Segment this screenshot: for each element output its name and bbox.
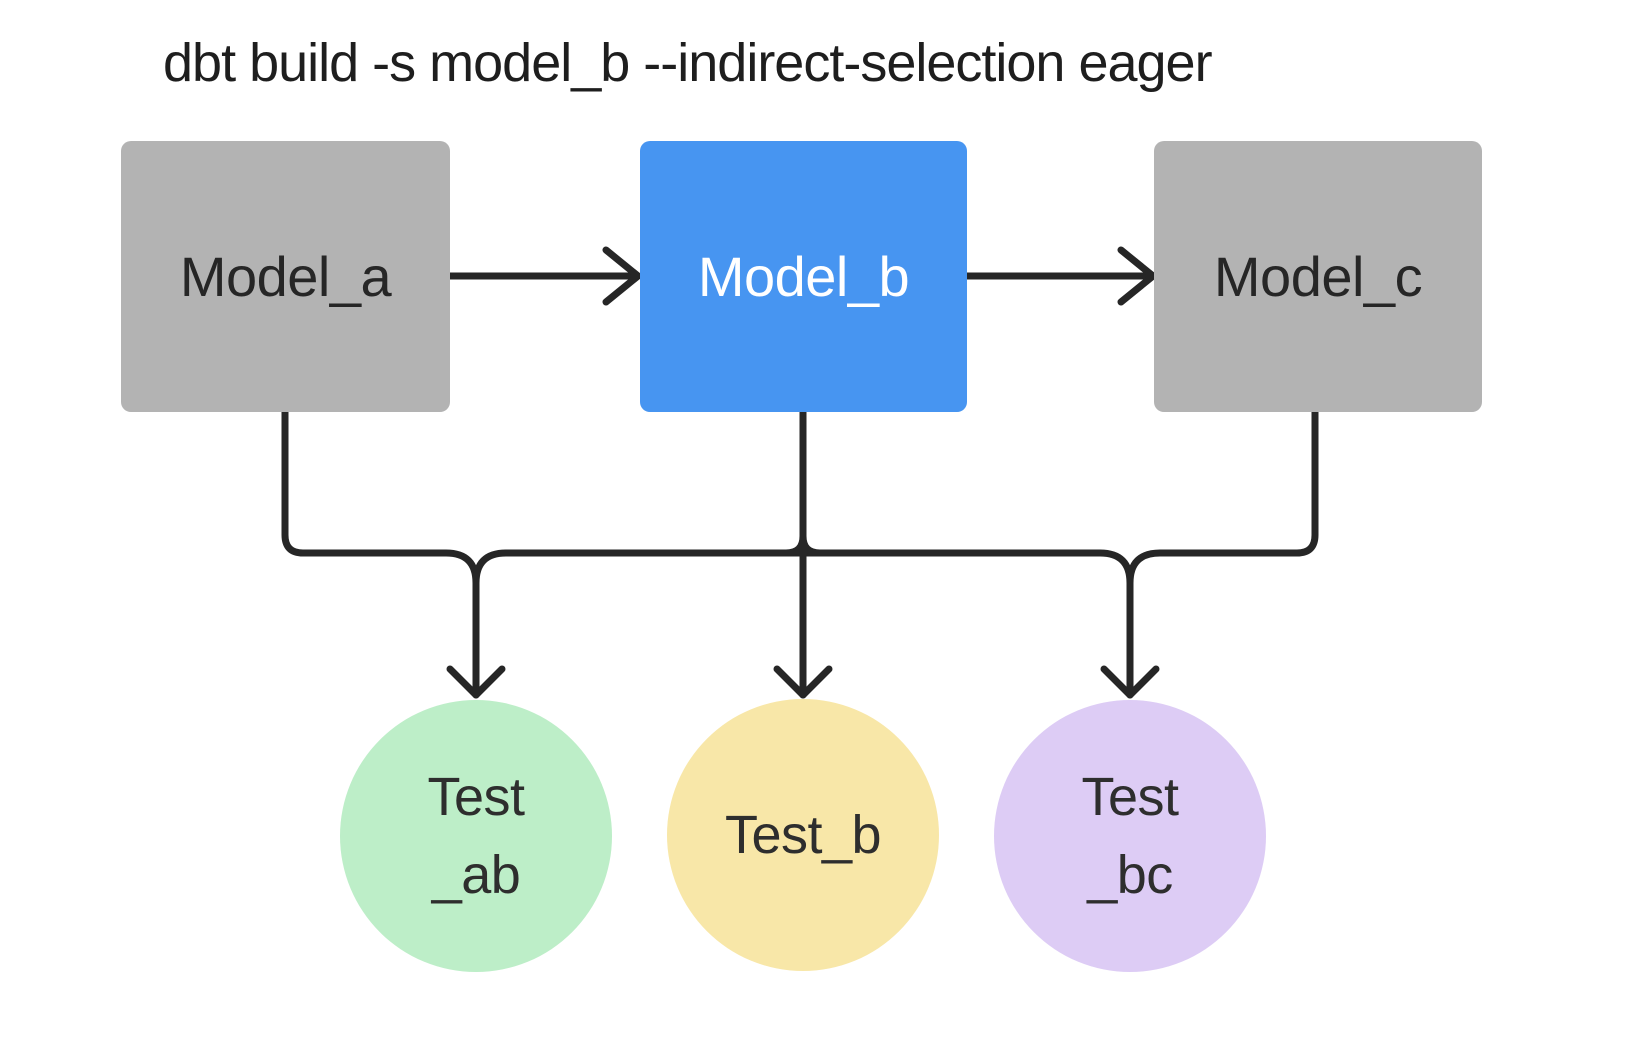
- model-b-label: Model_b: [697, 245, 910, 308]
- arrowhead-test-ab-icon: [446, 665, 506, 699]
- test-b-node: Test_b: [667, 699, 939, 971]
- model-b-node: Model_b: [640, 141, 967, 412]
- edge-model-c-to-test-bc-line: [1126, 408, 1319, 699]
- model-a-node: Model_a: [121, 141, 450, 412]
- test-ab-label-line-2: _ab: [431, 845, 521, 905]
- test-bc-label-line-2: _bc: [1087, 845, 1173, 905]
- edge-model-a-to-test-ab-line: [281, 408, 480, 699]
- arrowhead-test-b-icon: [773, 665, 833, 699]
- model-c-node: Model_c: [1154, 141, 1482, 412]
- arrowhead-test-bc-icon: [1100, 665, 1160, 699]
- bus-right-elbow-test-ab: [472, 549, 510, 587]
- test-b-label-line-1: Test_b: [724, 805, 882, 865]
- test-ab-node: Test _ab: [340, 700, 612, 972]
- test-bc-node: Test _bc: [994, 700, 1266, 972]
- test-bc-label-line-1: Test: [1081, 767, 1179, 827]
- model-a-label: Model_a: [179, 245, 392, 308]
- model-c-label: Model_c: [1213, 245, 1423, 308]
- edge-model-b-to-model-c-arrowhead-icon: [1117, 246, 1157, 306]
- test-ab-label-line-1: Test: [427, 767, 525, 827]
- edge-model-a-to-model-b-arrowhead-icon: [602, 246, 642, 306]
- diagram-title: dbt build -s model_b --indirect-selectio…: [163, 33, 1213, 93]
- bus-left-elbow-test-bc: [1096, 549, 1134, 587]
